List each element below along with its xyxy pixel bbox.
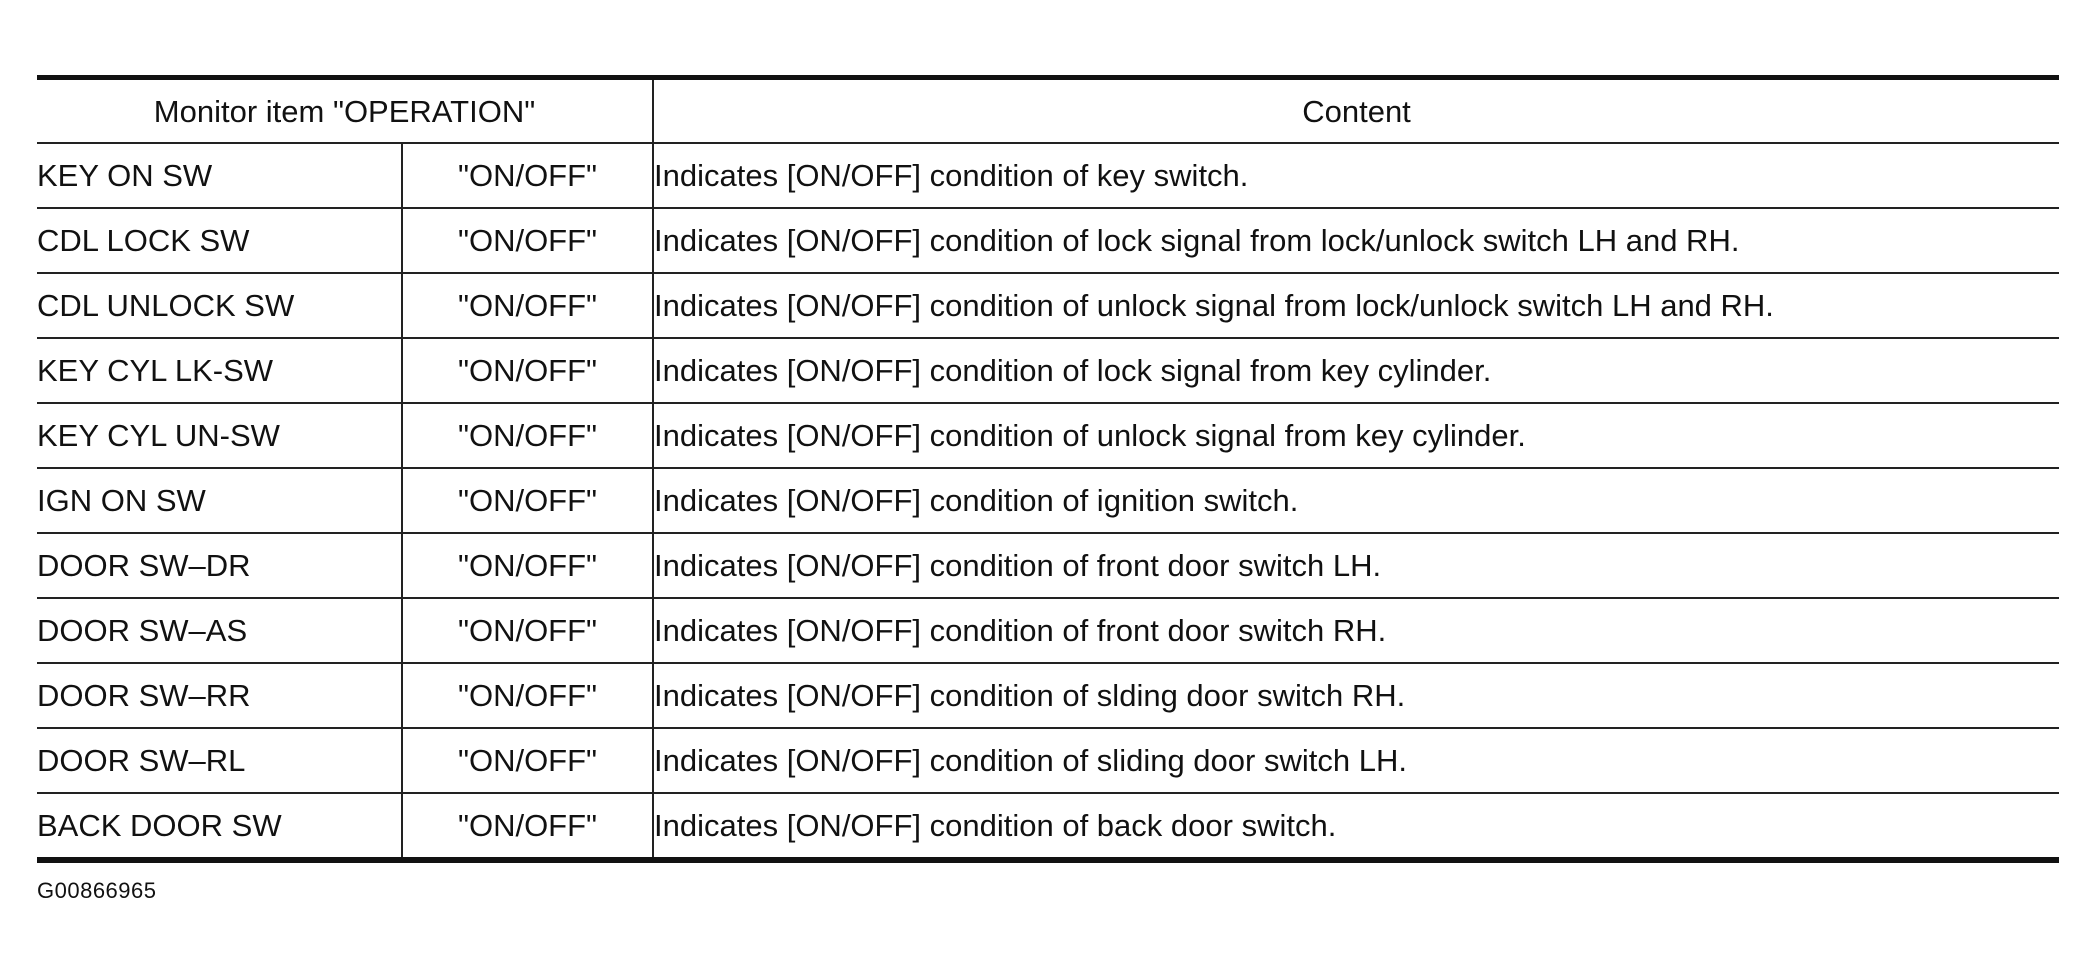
row-item-name: KEY CYL LK-SW	[37, 338, 403, 404]
row-item-value: "ON/OFF"	[402, 208, 655, 274]
row-item-name: KEY ON SW	[37, 143, 403, 209]
row-item-name: CDL LOCK SW	[37, 208, 403, 274]
row-item-value: "ON/OFF"	[402, 533, 655, 599]
row-item-value: "ON/OFF"	[402, 338, 655, 404]
table-row: KEY CYL UN-SW "ON/OFF" Indicates [ON/OFF…	[37, 403, 2060, 469]
table-row: DOOR SW–DR "ON/OFF" Indicates [ON/OFF] c…	[37, 533, 2060, 599]
row-item-content: Indicates [ON/OFF] condition of lock sig…	[653, 338, 2060, 404]
table-row: IGN ON SW "ON/OFF" Indicates [ON/OFF] co…	[37, 468, 2060, 534]
table-row: KEY ON SW "ON/OFF" Indicates [ON/OFF] co…	[37, 143, 2060, 209]
row-item-content: Indicates [ON/OFF] condition of front do…	[653, 598, 2060, 664]
row-item-name: DOOR SW–DR	[37, 533, 403, 599]
header-monitor-item: Monitor item "OPERATION"	[37, 77, 655, 144]
row-item-content: Indicates [ON/OFF] condition of key swit…	[653, 143, 2060, 209]
table-header-row: Monitor item "OPERATION" Content	[37, 77, 2060, 144]
row-item-content: Indicates [ON/OFF] condition of back doo…	[654, 808, 1337, 843]
row-item-name: DOOR SW–RR	[37, 663, 403, 729]
row-item-value: "ON/OFF"	[402, 663, 655, 729]
row-item-value: "ON/OFF"	[402, 728, 655, 794]
figure-id: G00866965	[37, 878, 157, 903]
row-item-content: Indicates [ON/OFF] condition of sliding …	[653, 728, 2060, 794]
row-item-value: "ON/OFF"	[402, 273, 655, 339]
row-item-name: KEY CYL UN-SW	[37, 403, 403, 469]
table-row: CDL LOCK SW "ON/OFF" Indicates [ON/OFF] …	[37, 208, 2060, 274]
monitor-item-table: Monitor item "OPERATION" Content KEY ON …	[37, 75, 2060, 863]
table-row: CDL UNLOCK SW "ON/OFF" Indicates [ON/OFF…	[37, 273, 2060, 339]
table-row: DOOR SW–AS "ON/OFF" Indicates [ON/OFF] c…	[37, 598, 2060, 664]
row-item-name: DOOR SW–AS	[37, 598, 403, 664]
row-item-content: Indicates [ON/OFF] condition of unlock s…	[653, 273, 2060, 339]
row-item-value: "ON/OFF"	[402, 793, 655, 860]
row-item-value: "ON/OFF"	[402, 143, 655, 209]
row-item-value: "ON/OFF"	[402, 468, 655, 534]
row-item-content: Indicates [ON/OFF] condition of unlock s…	[653, 403, 2060, 469]
row-item-value: "ON/OFF"	[402, 403, 655, 469]
table-row: KEY CYL LK-SW "ON/OFF" Indicates [ON/OFF…	[37, 338, 2060, 404]
monitor-item-table-container: Monitor item "OPERATION" Content KEY ON …	[37, 75, 2060, 863]
row-item-content: Indicates [ON/OFF] condition of lock sig…	[653, 208, 2060, 274]
row-item-name: IGN ON SW	[37, 468, 403, 534]
row-item-name: CDL UNLOCK SW	[37, 273, 403, 339]
row-item-content: Indicates [ON/OFF] condition of slding d…	[653, 663, 2060, 729]
table-body: KEY ON SW "ON/OFF" Indicates [ON/OFF] co…	[37, 143, 2060, 860]
table-row: DOOR SW–RR "ON/OFF" Indicates [ON/OFF] c…	[37, 663, 2060, 729]
table-row: BACK DOOR SW "ON/OFF" Indicates [ON/OFF]…	[37, 793, 2059, 860]
header-content: Content	[653, 77, 2060, 144]
table-row: DOOR SW–RL "ON/OFF" Indicates [ON/OFF] c…	[37, 728, 2060, 794]
row-item-name: BACK DOOR SW	[37, 793, 403, 860]
row-item-name: DOOR SW–RL	[37, 728, 403, 794]
row-item-value: "ON/OFF"	[402, 598, 655, 664]
row-item-content: Indicates [ON/OFF] condition of ignition…	[653, 468, 2060, 534]
row-item-content: Indicates [ON/OFF] condition of front do…	[653, 533, 2060, 599]
